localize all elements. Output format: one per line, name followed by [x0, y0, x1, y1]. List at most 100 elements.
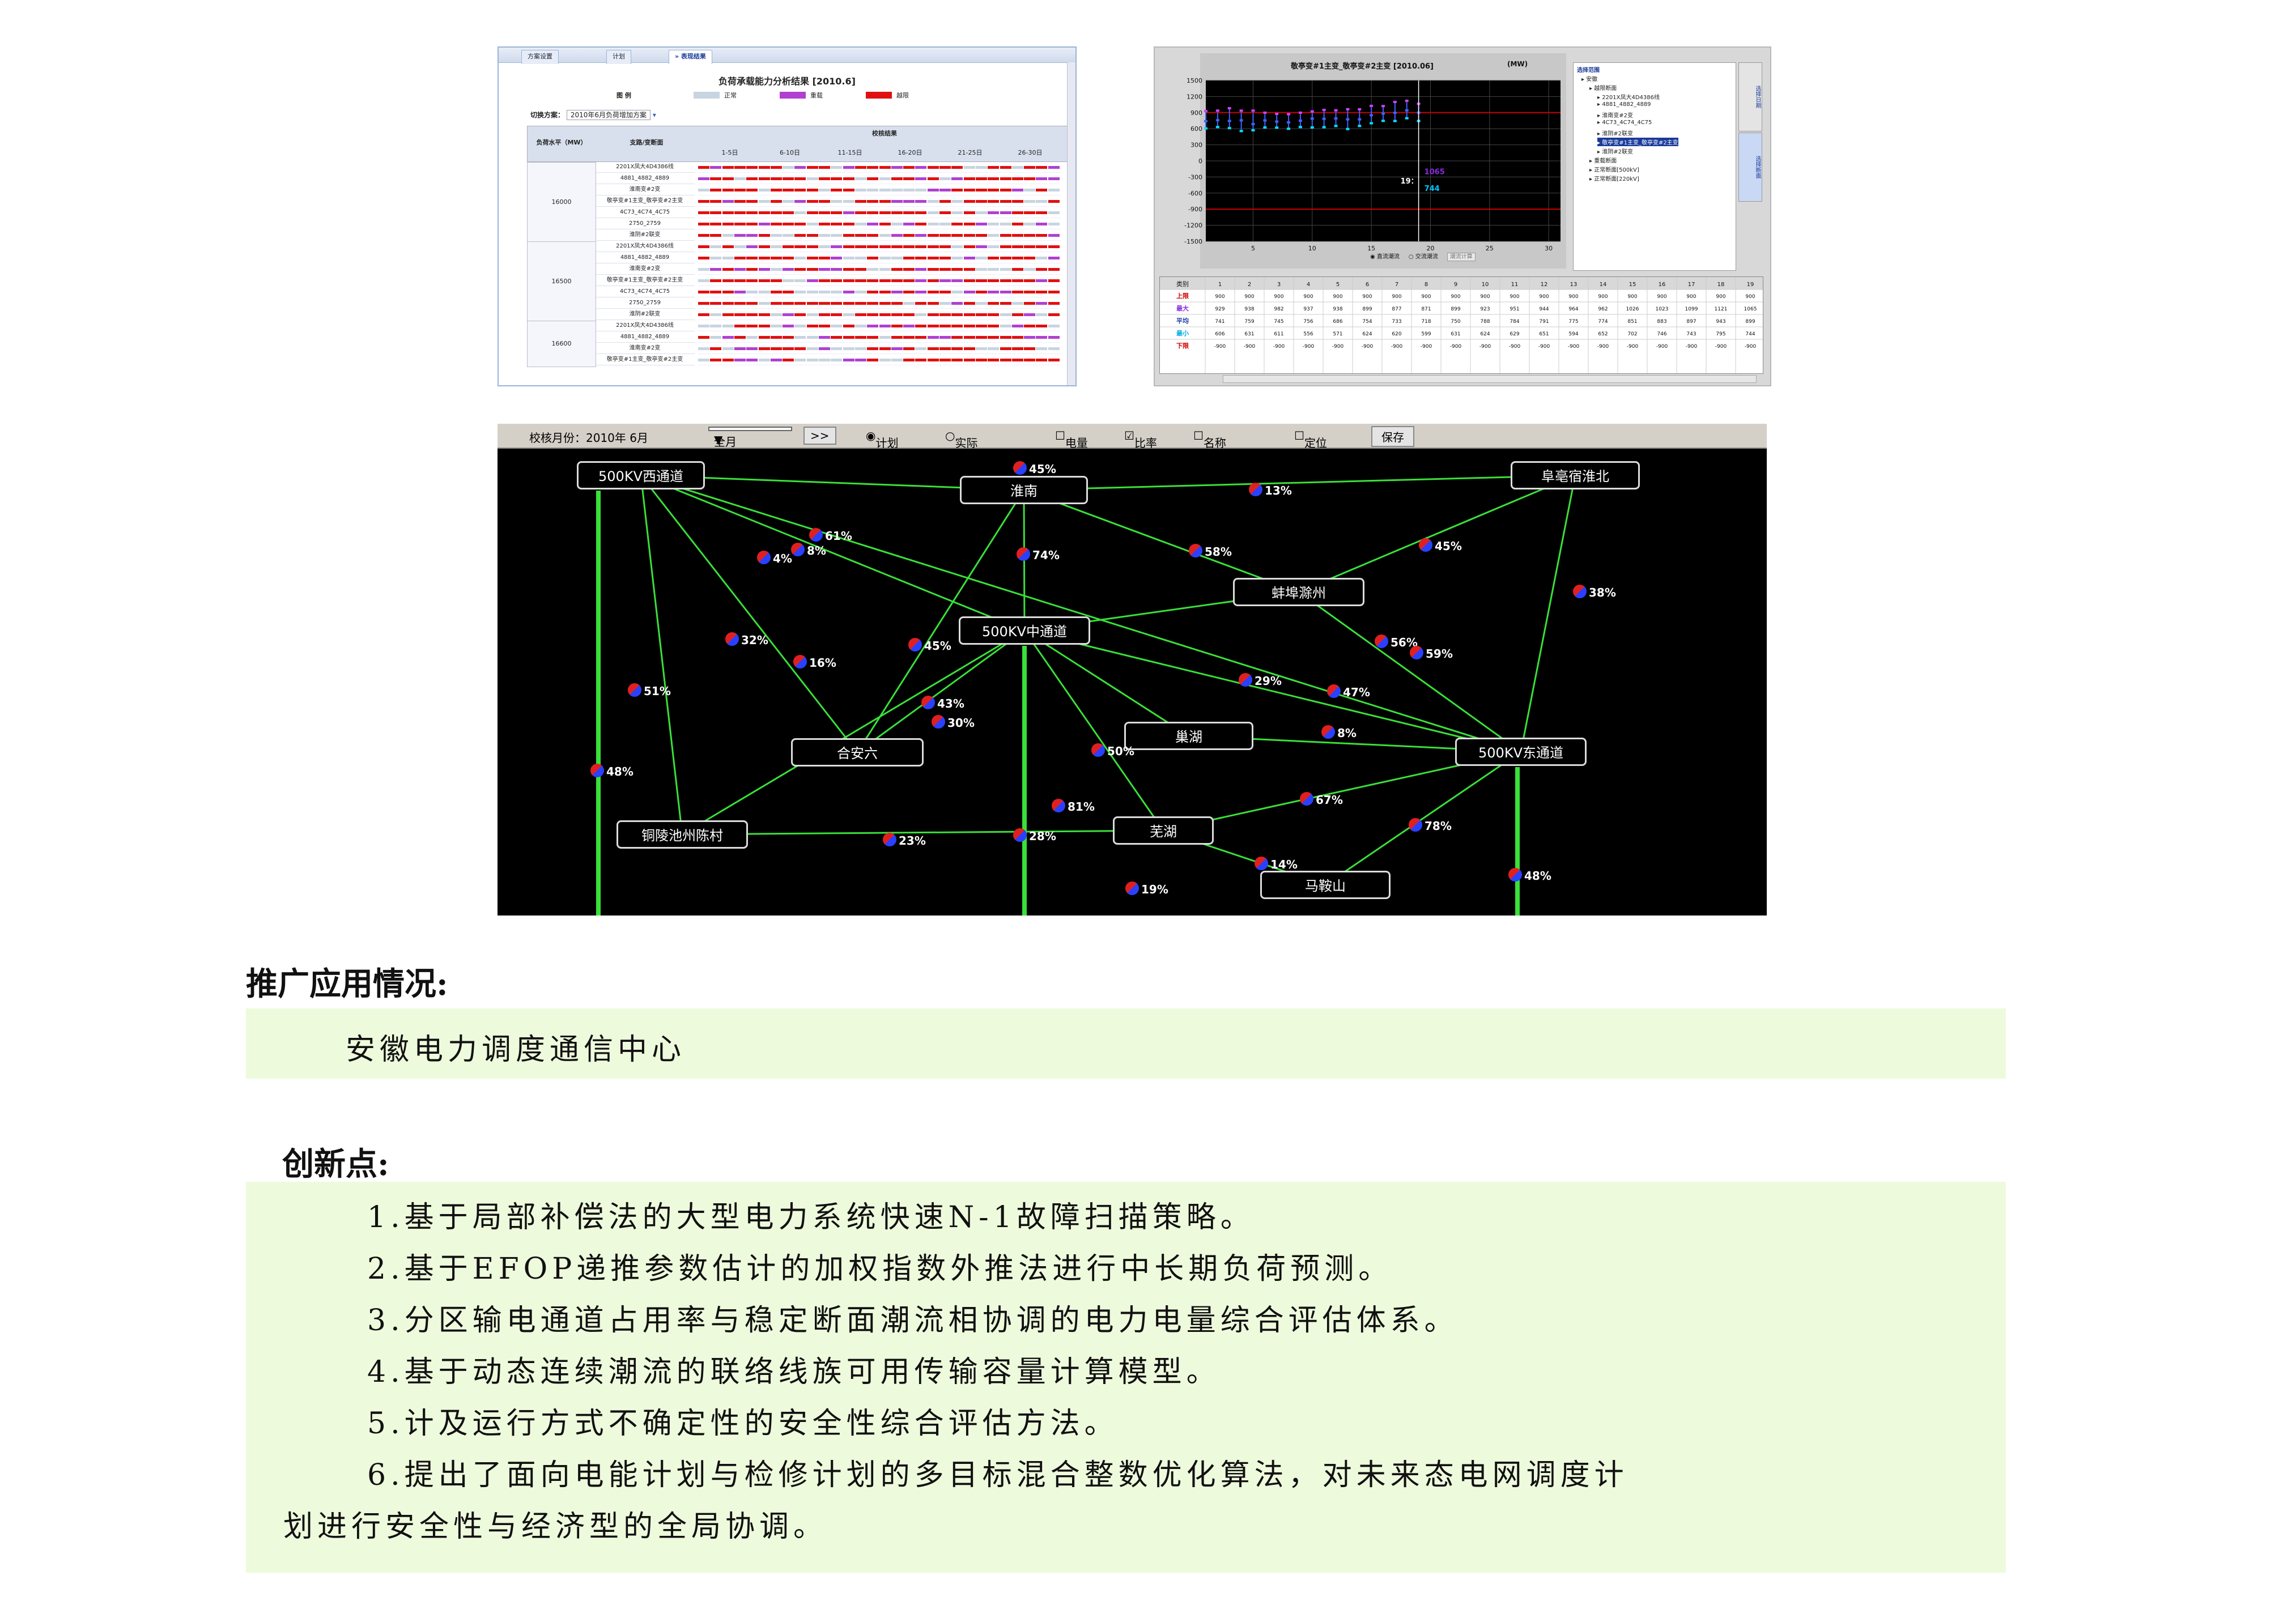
y-tick-label: 1500: [1187, 77, 1202, 84]
grid-day-header: 5: [1336, 282, 1340, 288]
result-segment: [770, 336, 782, 339]
tab-plan[interactable]: 计划: [606, 50, 631, 64]
network-node[interactable]: 巢湖: [1124, 722, 1253, 750]
result-segment: [783, 166, 794, 169]
result-segment: [1024, 279, 1036, 282]
result-segment: [951, 257, 963, 259]
scheme-select-value[interactable]: 2010年6月负荷增加方案: [566, 110, 651, 120]
min-point: [1370, 122, 1374, 125]
result-segment: [903, 166, 915, 169]
radio-ac-flow[interactable]: ○ 交流潮流: [1408, 254, 1438, 260]
result-segment: [891, 166, 903, 169]
grid-cell: 784: [1510, 319, 1519, 325]
grid-cell: 900: [1333, 294, 1342, 300]
grid-cell: 745: [1274, 319, 1283, 325]
result-segment: [854, 347, 866, 350]
save-button[interactable]: 保存: [1371, 426, 1414, 447]
period-select[interactable]: 全月 ▼: [708, 427, 792, 449]
tree-item[interactable]: ▸ 安徽: [1581, 76, 1598, 83]
tree-item[interactable]: ▸ 敬亭变#1主变_敬亭变#2主变: [1597, 138, 1678, 146]
checkbox-name[interactable]: ☐ 名称: [1193, 429, 1226, 450]
result-segment: [988, 211, 1000, 214]
load-pie-icon: [1013, 461, 1027, 475]
grid-cell: 620: [1392, 331, 1401, 337]
result-segment: [722, 166, 734, 169]
result-segment: [843, 257, 854, 259]
result-segment: [867, 279, 879, 282]
result-segment: [975, 257, 987, 259]
tree-item[interactable]: ▸ 淮南变#2变: [1597, 113, 1633, 119]
grid-day-header: 7: [1395, 282, 1398, 288]
result-segment: [722, 313, 734, 316]
result-segment: [879, 211, 891, 214]
load-pie-icon: [1508, 868, 1522, 882]
radio-plan[interactable]: ◉ 计划: [866, 429, 899, 450]
flow-calc-button[interactable]: 潮流计算: [1447, 253, 1476, 261]
result-segment: [854, 234, 866, 237]
scheme-select[interactable]: 切换方案： 2010年6月负荷增加方案 ▾: [530, 110, 656, 120]
result-segment: [831, 166, 843, 169]
chevron-down-icon[interactable]: ▾: [652, 111, 656, 119]
result-segment: [1011, 325, 1023, 327]
network-node[interactable]: 500KV东通道: [1455, 738, 1587, 766]
vertical-scrollbar[interactable]: [1067, 62, 1075, 385]
radio-actual[interactable]: ○ 实际: [945, 429, 978, 450]
network-node[interactable]: 淮南: [960, 476, 1088, 504]
result-segment: [939, 257, 951, 259]
grid-cell: 938: [1244, 306, 1254, 312]
result-segment: [843, 347, 854, 350]
result-segment: [867, 234, 879, 237]
network-node[interactable]: 蚌埠滁州: [1233, 578, 1364, 606]
tree-item[interactable]: ▸ 正常断面[500kV]: [1589, 167, 1639, 173]
tree-item[interactable]: ▸ 2201X凤大4D4386线: [1597, 95, 1660, 101]
avg-point: [1275, 120, 1279, 123]
network-node[interactable]: 500KV中通道: [959, 616, 1090, 645]
tree-item[interactable]: ▸ 4881_4882_4889: [1597, 101, 1651, 108]
result-segment: [1048, 291, 1060, 293]
tree-item[interactable]: ▸ 重载断面: [1589, 158, 1617, 164]
innovation-item-3: 3.分区输电通道占用率与稳定断面潮流相协调的电力电量综合评估体系。: [367, 1304, 1459, 1338]
select-section-button[interactable]: 选择断面: [1738, 133, 1762, 202]
result-segment: [915, 359, 927, 361]
result-segment: [710, 359, 722, 361]
radio-dc-flow[interactable]: ◉ 直流潮流: [1370, 254, 1400, 260]
result-bar-row: [698, 332, 1061, 343]
checkbox-ratio[interactable]: ☑ 比率: [1124, 429, 1157, 450]
result-segment: [939, 268, 951, 271]
checkbox-locate[interactable]: ☐ 定位: [1294, 429, 1327, 450]
result-segment: [927, 211, 939, 214]
result-segment: [831, 279, 843, 282]
result-segment: [794, 313, 806, 316]
next-button[interactable]: >>: [803, 427, 836, 445]
horizontal-scrollbar[interactable]: [1223, 375, 1757, 383]
network-node[interactable]: 铜陵池州陈村: [616, 820, 748, 849]
load-pie-icon: [1419, 538, 1432, 552]
network-node[interactable]: 合安六: [791, 738, 924, 767]
tab-scheme[interactable]: 方案设置: [521, 50, 559, 64]
tree-item[interactable]: ▸ 正常断面[220kV]: [1589, 176, 1639, 182]
max-point: [1381, 105, 1385, 108]
result-segment: [975, 347, 987, 350]
network-node[interactable]: 阜亳宿淮北: [1511, 461, 1640, 489]
result-segment: [831, 223, 843, 225]
innovation-item-6: 6.提出了面向电能计划与检修计划的多目标混合整数优化算法，对未来态电网调度计: [367, 1458, 1629, 1492]
result-segment: [758, 177, 770, 180]
innovation-item-1: 1.基于局部补偿法的大型电力系统快速N-1故障扫描策略。: [367, 1200, 1255, 1234]
result-segment: [746, 302, 758, 305]
tree-item[interactable]: ▸ 4C73_4C74_4C75: [1597, 120, 1652, 126]
tab-results[interactable]: » 表现结果: [669, 50, 712, 64]
tree-item[interactable]: ▸ 淮阴#2联变: [1597, 131, 1633, 137]
avg-point: [1370, 114, 1374, 117]
network-node[interactable]: 500KV西通道: [577, 461, 705, 489]
checkbox-energy[interactable]: ☐ 电量: [1055, 429, 1088, 450]
result-segment: [831, 302, 843, 305]
select-date-button[interactable]: 选择日期: [1738, 62, 1762, 131]
tree-item[interactable]: ▸ 淮阴#2联变: [1597, 149, 1633, 155]
load-level-cell: 16500: [527, 241, 596, 322]
network-node[interactable]: 马鞍山: [1260, 871, 1391, 899]
tree-item[interactable]: ▸ 越限断面: [1589, 86, 1617, 92]
legend-label: 图 例: [616, 92, 631, 99]
network-node[interactable]: 芜湖: [1113, 816, 1214, 845]
grid-header-row: [1160, 277, 1763, 289]
